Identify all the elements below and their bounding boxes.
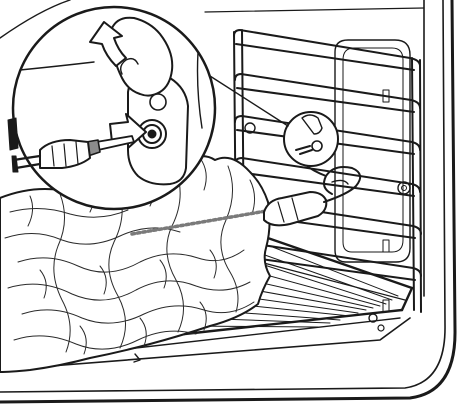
cover-flap-pin — [150, 94, 166, 110]
cable-clip — [8, 118, 18, 150]
oven-floor-back — [260, 262, 405, 300]
socket-ring-inner — [148, 130, 156, 138]
wall-boss-right-inner — [402, 186, 407, 191]
frame-foot — [378, 325, 384, 331]
magnifier-leader — [210, 76, 288, 126]
socket-callout-circle — [284, 112, 338, 166]
back-wall-top-edge — [205, 8, 424, 12]
socket-callout — [284, 112, 338, 166]
wall-slot-3 — [383, 300, 389, 312]
rack-runner-2b — [237, 88, 414, 112]
wall-slot-2 — [383, 240, 389, 252]
floor-tab — [134, 354, 140, 362]
back-wall-plate-inner — [343, 48, 403, 252]
